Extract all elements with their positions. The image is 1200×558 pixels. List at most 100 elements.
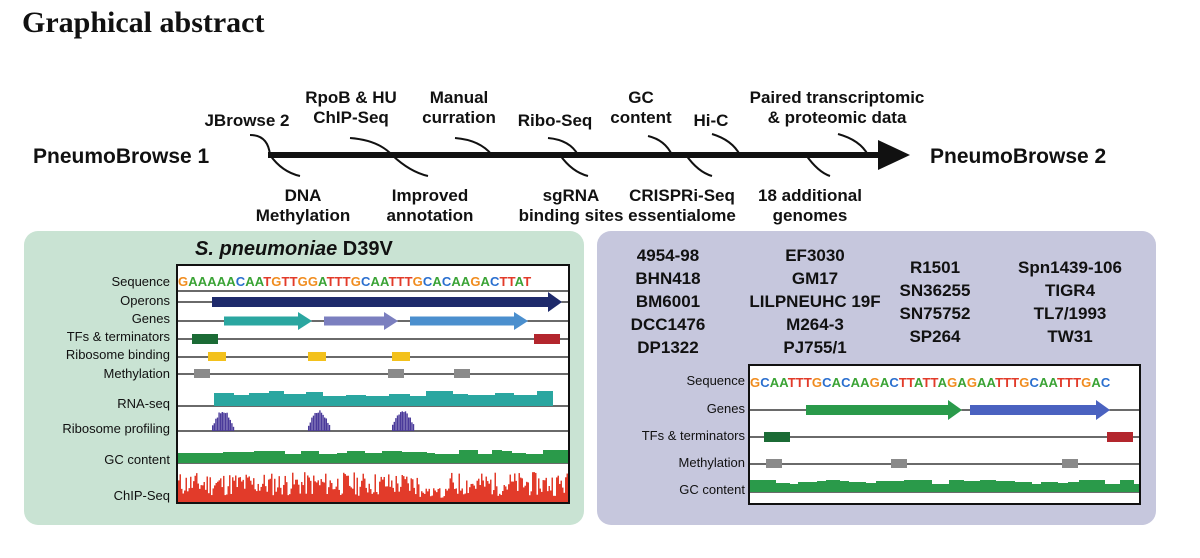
r-gc-content-block xyxy=(949,480,964,492)
nucleotide: A xyxy=(1038,375,1049,390)
chipseq-signal xyxy=(533,472,535,502)
gene-arrow xyxy=(224,312,312,330)
milestone-crispri: CRISPRi-Seq essentialome xyxy=(628,186,736,225)
chipseq-signal xyxy=(202,485,204,502)
chipseq-signal xyxy=(536,494,538,502)
chipseq-signal xyxy=(349,485,351,502)
ribosome-profile-peak xyxy=(223,412,225,431)
r-transcription-factor-mark xyxy=(764,432,790,442)
chipseq-signal xyxy=(247,477,249,502)
nucleotide: C xyxy=(1100,375,1111,390)
chipseq-signal xyxy=(337,478,339,502)
chipseq-signal xyxy=(217,481,219,502)
track-label-rbs: Ribosome binding xyxy=(65,347,170,362)
gc-content-block xyxy=(347,451,365,463)
chipseq-signal xyxy=(370,489,372,502)
nucleotide: G xyxy=(271,274,282,289)
genome-list-col3: R1501 SN36255 SN75752 SP264 xyxy=(899,258,971,346)
gene-arrow xyxy=(324,312,398,330)
gc-content-block xyxy=(446,454,459,463)
chipseq-signal xyxy=(179,474,181,502)
nucleotide: G xyxy=(966,375,978,390)
chipseq-signal xyxy=(493,490,495,502)
chipseq-signal xyxy=(208,493,210,502)
nucleotide: T xyxy=(396,274,405,289)
chipseq-signal xyxy=(458,473,460,502)
chipseq-signal xyxy=(268,479,270,502)
nucleotide: C xyxy=(441,274,452,289)
chipseq-signal xyxy=(541,491,543,502)
gene-arrow xyxy=(410,312,528,330)
chipseq-signal xyxy=(236,487,238,502)
ribosome-binding-site xyxy=(208,352,226,361)
chipseq-signal xyxy=(352,488,354,502)
nucleotide: A xyxy=(860,375,870,390)
ribosome-profile-peak xyxy=(328,424,331,431)
chipseq-signal xyxy=(425,488,427,502)
chipseq-signal xyxy=(242,479,244,502)
genome-list-col1: 4954-98 BHN418 BM6001 DCC1476 DP1322 xyxy=(630,246,706,357)
chipseq-signal xyxy=(278,476,280,502)
r-track-label-methylation: Methylation xyxy=(678,455,745,470)
chipseq-signal xyxy=(416,477,418,502)
chipseq-signal xyxy=(383,477,385,502)
chipseq-signal xyxy=(521,478,523,502)
chipseq-signal xyxy=(457,493,459,502)
r-gc-content-block xyxy=(1068,482,1079,492)
chipseq-signal xyxy=(476,480,478,502)
chipseq-signal xyxy=(269,478,271,502)
chipseq-signal xyxy=(302,485,304,502)
chipseq-signal xyxy=(437,488,439,502)
nucleotide: A xyxy=(769,375,780,390)
chipseq-signal xyxy=(344,474,346,502)
gc-content-block xyxy=(254,451,273,463)
gc-content-block xyxy=(273,451,285,463)
ribosome-profile-peak xyxy=(221,412,223,431)
chipseq-signal xyxy=(283,484,285,502)
gc-content-block xyxy=(478,454,492,463)
chipseq-signal xyxy=(563,492,565,502)
chipseq-signal xyxy=(254,489,256,502)
nucleotide: T xyxy=(263,274,272,289)
gc-content-block xyxy=(459,450,478,463)
chipseq-signal xyxy=(542,480,544,502)
transcription-factor-mark xyxy=(192,334,218,344)
track-label-chipseq: ChIP-Seq xyxy=(113,488,170,503)
chipseq-signal xyxy=(274,478,276,502)
r-gc-content-block xyxy=(1105,484,1120,492)
chipseq-signal xyxy=(211,495,213,502)
rnaseq-coverage xyxy=(234,395,249,406)
chipseq-signal xyxy=(314,481,316,502)
gc-content-block xyxy=(402,452,416,463)
r-gc-content-block xyxy=(1058,483,1068,492)
chipseq-signal xyxy=(338,489,340,502)
nucleotide: T xyxy=(922,375,931,390)
chipseq-signal xyxy=(455,488,457,502)
multi-genome-browser: GCAATTTGCACAAGACTTATTAGAGAATTTGCAATTTGAC xyxy=(748,364,1141,505)
chipseq-signal xyxy=(473,485,475,502)
chipseq-signal xyxy=(292,472,294,502)
chipseq-signal xyxy=(506,489,508,502)
ribosome-binding-site xyxy=(392,352,410,361)
nucleotide: G xyxy=(412,274,423,289)
chipseq-signal xyxy=(560,480,562,502)
chipseq-signal xyxy=(427,491,429,502)
rnaseq-coverage xyxy=(389,394,410,406)
nucleotide: T xyxy=(1056,375,1066,390)
chipseq-signal xyxy=(313,475,315,502)
r-gc-content-block xyxy=(840,481,849,492)
chipseq-signal xyxy=(301,481,303,502)
chipseq-signal xyxy=(218,480,220,502)
r-gc-content-block xyxy=(1120,480,1134,492)
r-gc-content-block xyxy=(1032,484,1041,492)
milestone-manual-curation: Manual curration xyxy=(422,88,496,127)
chipseq-signal xyxy=(376,492,378,502)
r-gc-content-block xyxy=(886,481,904,492)
nucleotide: C xyxy=(822,375,832,390)
operon-arrow xyxy=(212,292,562,312)
nucleotide: G xyxy=(750,375,761,390)
r-gc-content-block xyxy=(996,481,1015,492)
chipseq-signal xyxy=(223,475,225,502)
chipseq-signal xyxy=(316,482,318,502)
chipseq-signal xyxy=(328,487,330,502)
